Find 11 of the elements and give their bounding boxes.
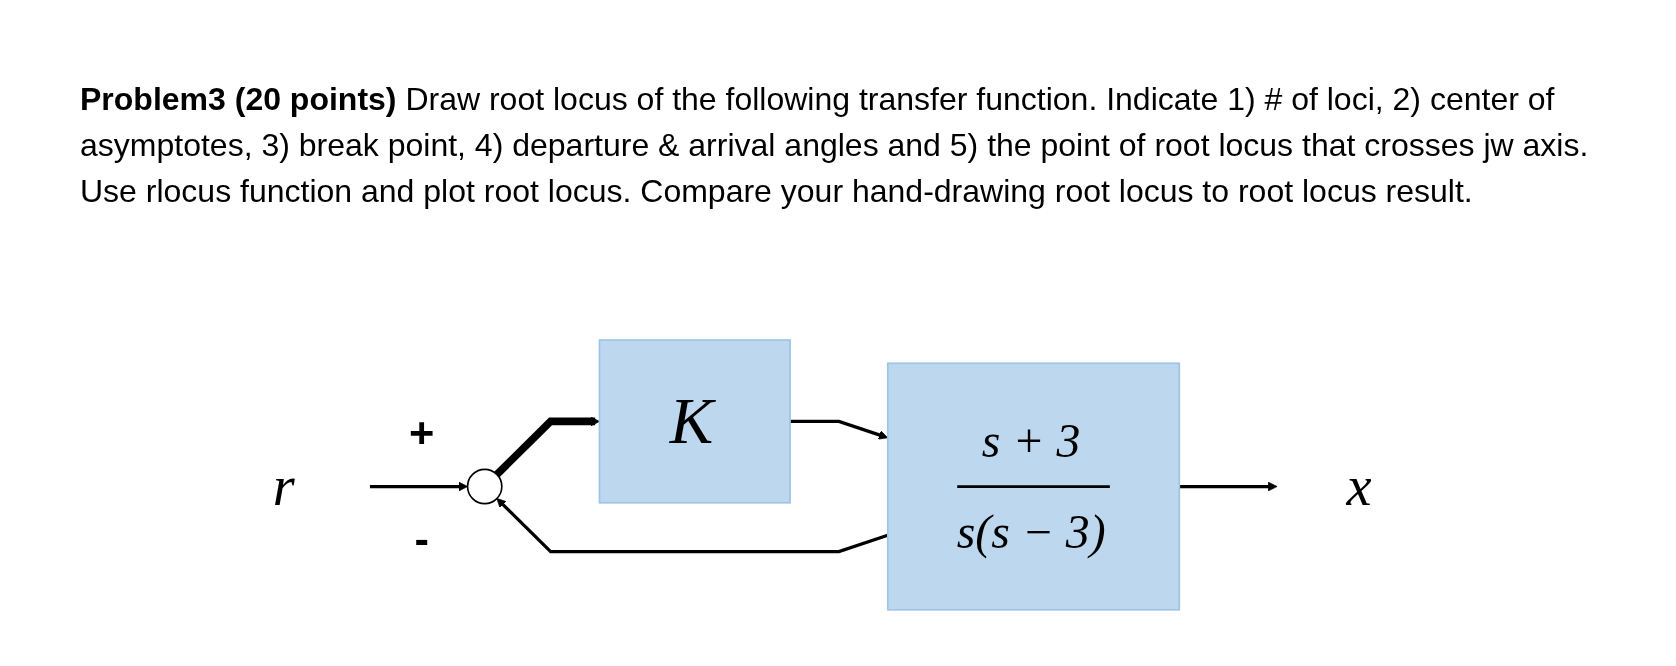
node-text: r	[272, 455, 295, 517]
node-box: s + 3 s(s − 3)	[886, 362, 1181, 611]
arrow	[369, 481, 468, 492]
sign-label: -	[414, 514, 429, 563]
arrow	[494, 416, 600, 478]
problem-statement: Problem3 (20 points) Draw root locus of the following transfer function. Indicate 1) # of loci, 2) center of asymptotes, 3) break point, 4) departure & arrival angles and 5) the point of root locus that crosses jw axis. Use rlocus function and plot root locus. Compare your hand-drawing root locus to root locus result.	[80, 80, 1590, 211]
node-circle	[466, 468, 503, 505]
sign-label: +	[409, 408, 435, 457]
node-text: x	[1346, 455, 1372, 517]
node-box: K	[598, 339, 791, 504]
arrow	[1179, 481, 1278, 492]
